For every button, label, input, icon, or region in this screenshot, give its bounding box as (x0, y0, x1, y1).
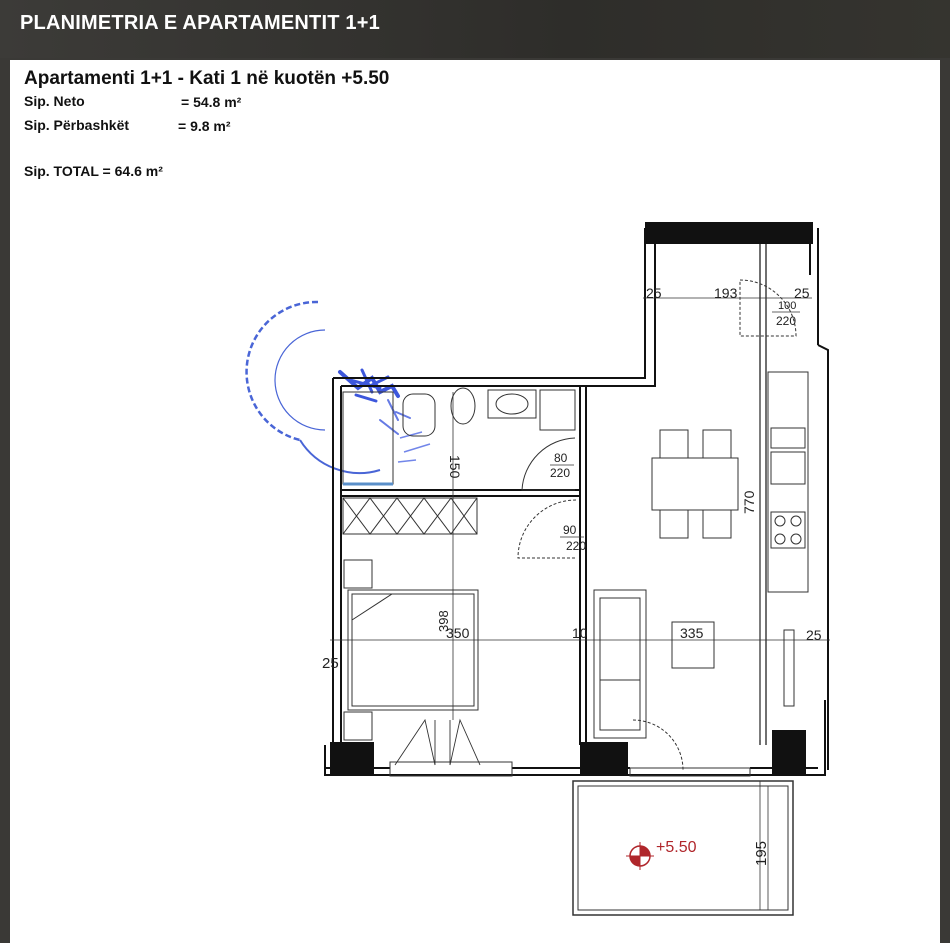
wall-blocks (330, 222, 813, 775)
bathroom-fixtures (342, 387, 576, 486)
dim-bath-height: 150 (447, 455, 463, 479)
bedroom-door-height: 220 (566, 539, 586, 553)
total-area: Sip. TOTAL = 64.6 m² (24, 163, 163, 179)
dimension-lines (330, 297, 830, 910)
dim-top-right: 25 (794, 285, 810, 301)
bathroom-door-height: 220 (550, 466, 570, 480)
dim-bed-width: 350 (446, 625, 470, 641)
official-stamp (245, 300, 431, 475)
common-area-value: = 9.8 m² (178, 118, 231, 134)
dim-balcony-depth: 195 (753, 841, 770, 866)
dim-right-wall: 25 (806, 627, 822, 643)
apartment-title: Apartamenti 1+1 - Kati 1 në kuotën +5.50 (24, 68, 390, 89)
door-swings (517, 279, 797, 777)
living-furniture (593, 371, 809, 739)
bedroom-furniture (342, 497, 513, 777)
bathroom-door-width: 80 (554, 451, 568, 465)
entrance-door-height: 220 (776, 314, 796, 328)
level-label: +5.50 (656, 839, 697, 856)
header-bar: PLANIMETRIA E APARTAMENTIT 1+1 (0, 0, 950, 58)
bedroom-door-width: 90 (563, 523, 577, 537)
dim-living-depth: 770 (741, 490, 757, 514)
entrance-door-width: 100 (778, 300, 796, 312)
dim-bed-height: 398 (436, 610, 451, 632)
net-area-label: Sip. Neto (24, 93, 85, 109)
plan-annotations: 25 193 25 100 220 80 220 90 220 150 398 … (322, 285, 822, 866)
page-title: PLANIMETRIA E APARTAMENTIT 1+1 (20, 12, 380, 34)
dim-living-width: 335 (680, 625, 704, 641)
dim-left-wall: 25 (322, 655, 339, 672)
balcony (572, 780, 794, 916)
dim-top-width: 193 (714, 285, 738, 301)
common-area-label: Sip. Përbashkët (24, 117, 130, 133)
level-marker (626, 842, 654, 870)
dim-top-left: 25 (646, 285, 662, 301)
net-area-value: = 54.8 m² (181, 94, 242, 110)
dim-partition: 10 (572, 625, 588, 641)
